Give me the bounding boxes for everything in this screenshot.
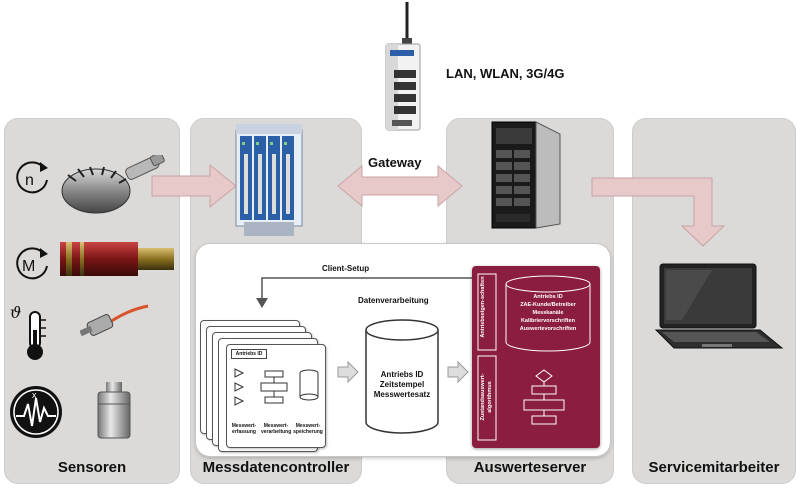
red-db-line-2: ZAE-Kunde/Betreiber (520, 302, 576, 308)
server-config-graphic (477, 273, 591, 441)
router-device-icon (385, 2, 421, 131)
temperature-symbol: ϑ (10, 303, 21, 322)
rotation-symbol: n (25, 172, 34, 189)
network-label: LAN, WLAN, 3G/4G (446, 66, 565, 81)
service-label: Servicemitarbeiter (648, 459, 780, 476)
card-col-label-1: Messwert-erfassung (231, 423, 257, 435)
gateway-label: Gateway (368, 155, 422, 170)
db-line-2: Zeitstempel (379, 380, 425, 389)
sensors-label: Sensoren (57, 459, 127, 476)
red-side-label-1: Antriebseigen-schaften (480, 276, 486, 338)
db-line-3: Messwertesatz (373, 390, 431, 399)
card-col-label-2: Messwert-verarbeitung (261, 423, 292, 435)
accelerometer-image (97, 382, 131, 439)
vibration-icon: x (10, 386, 62, 438)
card-flow-graphic (234, 368, 319, 406)
database-icon (365, 319, 439, 434)
red-db-line-3: Messkanäle (532, 310, 564, 316)
controller-device-icon (235, 124, 303, 236)
laptop-icon (654, 263, 784, 349)
gateway-double-arrow (337, 164, 463, 208)
rotation-speed-icon: n (16, 161, 48, 194)
red-db-line-5: Auswertevorschriften (519, 326, 577, 332)
db-line-1: Antriebs ID (380, 370, 424, 379)
red-db-line-4: Kalibriervorschriften (520, 318, 576, 324)
card-col-label-3: Messwert-speicherung (293, 423, 323, 435)
arrow-to-database (337, 360, 359, 384)
arrow-server-to-service (591, 177, 726, 247)
red-db-line-1: Antriebs ID (533, 294, 563, 300)
processing-title: Datenverarbeitung (358, 296, 429, 305)
vibration-symbol: x (32, 390, 37, 400)
client-setup-label: Client-Setup (322, 264, 370, 273)
gear-sensor-image (61, 155, 165, 214)
measurement-card: Antriebs ID Messwert-erfassung Messwert-… (226, 344, 326, 448)
server-config-box (472, 266, 600, 448)
torque-shaft-image (60, 242, 174, 276)
torque-symbol: M (22, 258, 35, 275)
temperature-icon: ϑ (10, 303, 46, 360)
red-side-label-2: Zustandsauswert-algorithmus (480, 373, 493, 421)
controller-label: Messdatencontroller (202, 459, 350, 476)
temperature-probe-image (80, 304, 149, 337)
server-tower-icon (491, 121, 561, 229)
arrow-sensors-to-controller (151, 163, 237, 209)
server-label: Auswerteserver (473, 459, 587, 476)
card-id-label: Antriebs ID (231, 349, 267, 359)
arrow-to-server-box (447, 360, 469, 384)
torque-icon: M (16, 247, 48, 280)
